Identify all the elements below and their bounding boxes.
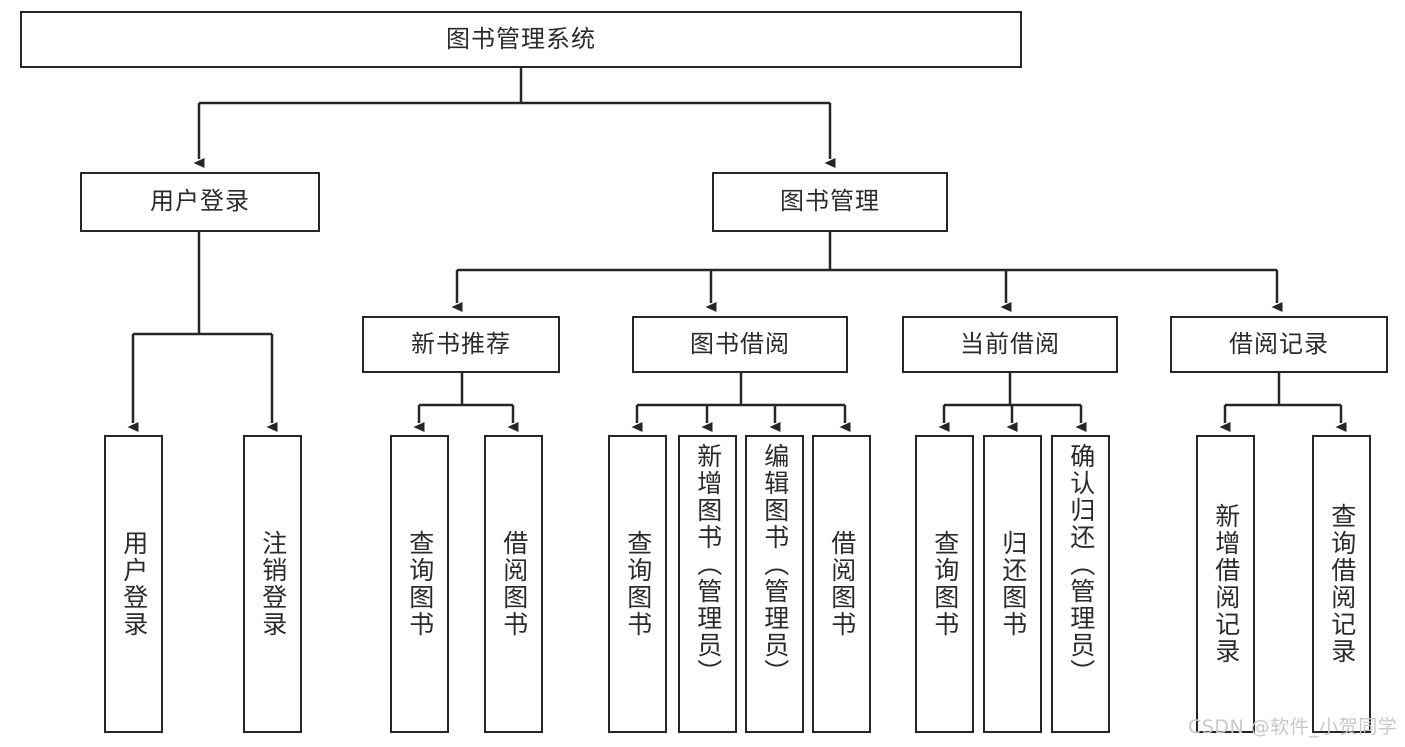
node-current-borrow[interactable]: 当前借阅 — [902, 316, 1118, 373]
node-label: 新增借阅记录 — [1211, 503, 1241, 665]
node-label: 用户登录 — [150, 187, 250, 216]
node-label: 注销登录 — [258, 530, 288, 638]
node-leaf-query-borrow-record[interactable]: 查询借阅记录 — [1312, 435, 1371, 733]
node-label: 确认归还（管理员） — [1066, 443, 1096, 686]
node-book-borrow[interactable]: 图书借阅 — [632, 316, 848, 373]
node-label: 查询图书 — [623, 530, 653, 638]
node-label: 查询图书 — [930, 530, 960, 638]
node-label: 编辑图书（管理员） — [760, 443, 790, 686]
node-leaf-confirm-return[interactable]: 确认归还（管理员） — [1051, 435, 1110, 733]
node-leaf-borrow-book[interactable]: 借阅图书 — [812, 435, 871, 733]
node-user-login[interactable]: 用户登录 — [80, 172, 320, 232]
node-label: 当前借阅 — [960, 329, 1060, 358]
node-leaf-return-book[interactable]: 归还图书 — [983, 435, 1042, 733]
node-leaf-query-book-current[interactable]: 查询图书 — [915, 435, 974, 733]
node-book-management[interactable]: 图书管理 — [712, 172, 948, 232]
node-leaf-query-book-recommend[interactable]: 查询图书 — [390, 435, 449, 733]
csdn-watermark: CSDN @软件_小贺同学 — [1188, 716, 1398, 738]
node-label: 查询借阅记录 — [1327, 503, 1357, 665]
node-label: 图书管理系统 — [446, 24, 596, 53]
node-label: 查询图书 — [405, 530, 435, 638]
node-label: 借阅记录 — [1229, 329, 1329, 358]
node-leaf-borrow-book-recommend[interactable]: 借阅图书 — [484, 435, 543, 733]
node-label: 新增图书（管理员） — [693, 443, 723, 686]
node-borrow-record[interactable]: 借阅记录 — [1170, 316, 1388, 373]
node-label: 借阅图书 — [499, 530, 529, 638]
node-label: 归还图书 — [998, 530, 1028, 638]
node-label: 借阅图书 — [827, 530, 857, 638]
node-book-management-system[interactable]: 图书管理系统 — [20, 11, 1022, 68]
node-new-book-recommend[interactable]: 新书推荐 — [362, 316, 560, 373]
node-leaf-logout-login[interactable]: 注销登录 — [243, 435, 302, 733]
node-label: 用户登录 — [119, 530, 149, 638]
node-leaf-user-login[interactable]: 用户登录 — [104, 435, 163, 733]
node-label: 图书管理 — [780, 187, 880, 216]
node-leaf-add-book[interactable]: 新增图书（管理员） — [678, 435, 737, 733]
node-label: 新书推荐 — [411, 329, 511, 358]
node-leaf-query-book-borrow[interactable]: 查询图书 — [608, 435, 667, 733]
node-leaf-edit-book[interactable]: 编辑图书（管理员） — [745, 435, 804, 733]
node-label: 图书借阅 — [690, 329, 790, 358]
node-leaf-add-borrow-record[interactable]: 新增借阅记录 — [1196, 435, 1255, 733]
